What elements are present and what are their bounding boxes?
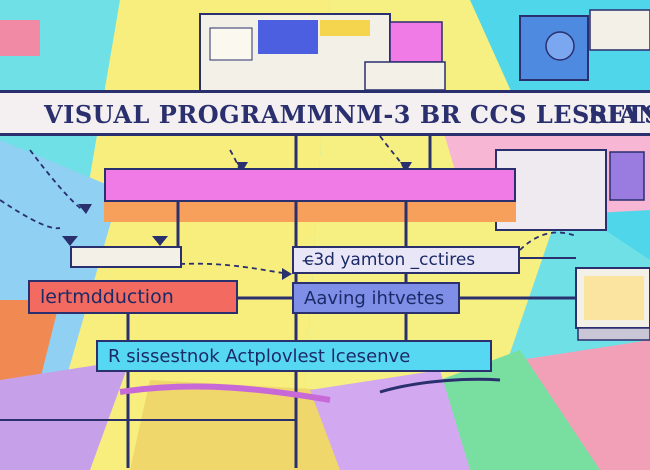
- diagram-title: VISUAL PROGRAMMNM-3 BR CCS LESSETS: [44, 99, 650, 129]
- small-striped-block: [70, 246, 182, 268]
- diagram-title-tail: RIAN: [588, 99, 650, 129]
- title-banner: [0, 90, 650, 136]
- node-mid-right-label: Aaving ihtvetes: [304, 287, 445, 309]
- node-left-label: lertmdduction: [40, 286, 174, 308]
- node-top-right-label: c̶3d yamton _cctires: [304, 250, 476, 270]
- node-bottom: R sissestnok Actplovlest lcesenve: [96, 340, 492, 372]
- node-mid-right: Aaving ihtvetes: [292, 282, 460, 314]
- node-bottom-label: R sissestnok Actplovlest lcesenve: [108, 345, 411, 367]
- node-top-right: c̶3d yamton _cctires: [292, 246, 520, 274]
- pink-process-bar: [104, 168, 516, 202]
- node-left: lertmdduction: [28, 280, 238, 314]
